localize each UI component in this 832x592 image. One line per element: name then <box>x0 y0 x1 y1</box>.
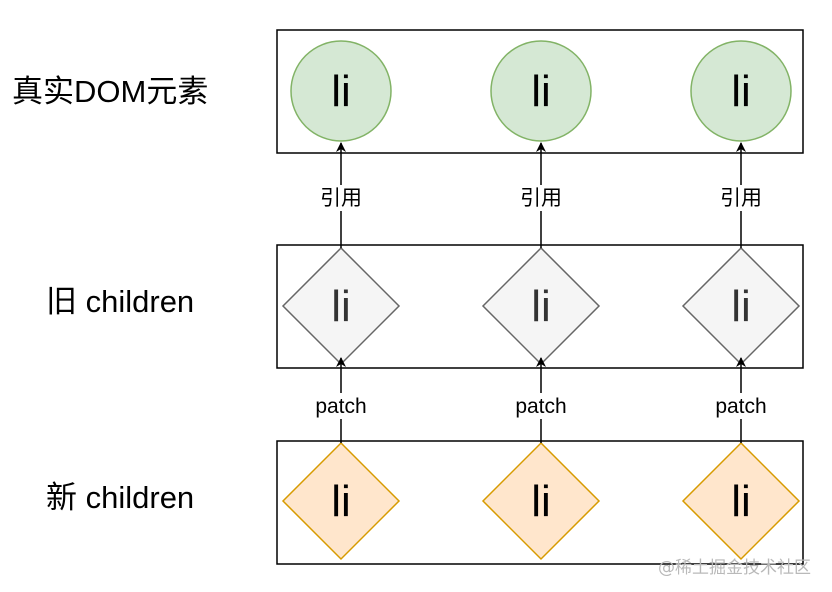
patch-label-2: patch <box>515 395 566 418</box>
patch-label-bg-2 <box>509 393 573 419</box>
real-li-node-3 <box>690 40 792 142</box>
new-li-node-2 <box>481 441 601 561</box>
real-li-text-3: li <box>731 67 751 116</box>
old-children-container <box>276 244 804 369</box>
ref-label-bg-3 <box>717 185 765 211</box>
new-li-node-1 <box>281 441 401 561</box>
ref-label-2: 引用 <box>520 187 562 210</box>
ref-label-1: 引用 <box>320 187 362 210</box>
real-li-text-1: li <box>331 67 351 116</box>
row-label-old-children: 旧 children <box>46 284 194 319</box>
edges-layer: 引用 引用 引用 patch patch patch <box>309 142 773 443</box>
ref-label-bg-2 <box>517 185 565 211</box>
row-label-new-children: 新 children <box>46 480 194 515</box>
patch-label-bg-3 <box>709 393 773 419</box>
nodes-layer: li li li li li li li li li <box>281 40 801 561</box>
patch-label-bg-1 <box>309 393 373 419</box>
row-label-real-dom: 真实DOM元素 <box>12 74 208 109</box>
new-li-node-3 <box>681 441 801 561</box>
real-li-node-2 <box>490 40 592 142</box>
patch-label-1: patch <box>315 395 366 418</box>
new-li-text-1: li <box>331 477 351 526</box>
patch-label-3: patch <box>715 395 766 418</box>
real-dom-container <box>276 29 804 154</box>
new-li-text-3: li <box>731 477 751 526</box>
old-li-text-3: li <box>731 282 751 331</box>
old-li-text-2: li <box>531 282 551 331</box>
ref-label-3: 引用 <box>720 187 762 210</box>
new-li-text-2: li <box>531 477 551 526</box>
real-li-node-1 <box>290 40 392 142</box>
real-li-text-2: li <box>531 67 551 116</box>
watermark: @稀土掘金技术社区 <box>658 558 811 578</box>
old-li-text-1: li <box>331 282 351 331</box>
new-children-container <box>276 440 804 565</box>
ref-label-bg-1 <box>317 185 365 211</box>
